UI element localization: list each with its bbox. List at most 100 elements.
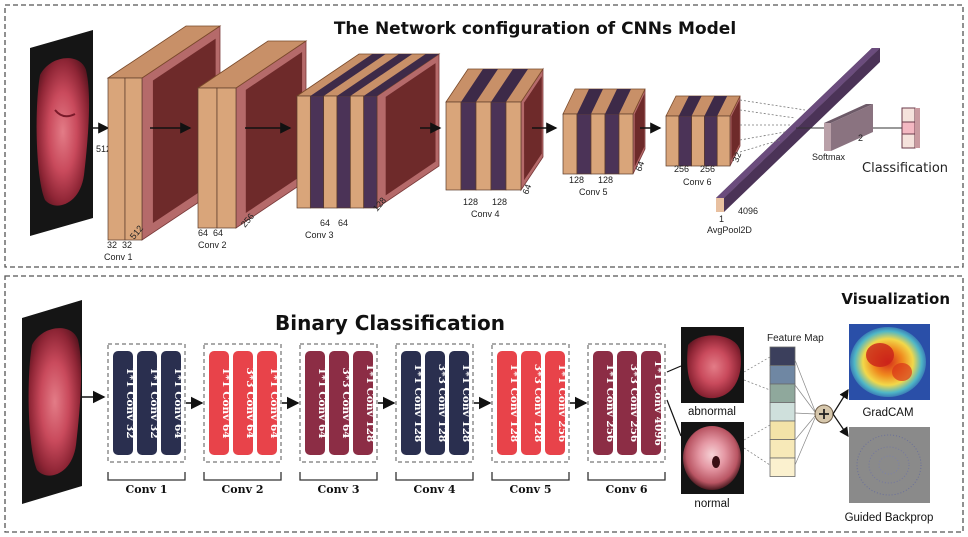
feature-map-column <box>769 346 796 477</box>
softmax-size: 2 <box>858 133 863 143</box>
conv-pill-label: 3*3 Conv 128 <box>532 364 544 442</box>
conv-group-2: 1*1 Conv 64 3*3 Conv 64 1*1 Conv 64 Conv 2 <box>203 343 300 496</box>
feature-map-cell <box>769 383 796 403</box>
conv-pill-label: 1*1 Conv 64 <box>220 367 232 438</box>
conv-pill-label: 3*3 Conv 256 <box>628 364 640 442</box>
pool-name: AvgPool2D <box>707 225 752 235</box>
bottom-panel-title: Binary Classification <box>275 311 505 335</box>
arrow-to-gradcam <box>832 388 849 415</box>
conv-pill-label: 1*1 Conv 64 <box>268 367 280 438</box>
pool-connectors <box>739 99 806 153</box>
guided-backprop-image <box>849 427 930 503</box>
feature-to-plus-lines <box>794 359 816 466</box>
conv6-dim-b: 256 <box>700 164 715 174</box>
bottom-panel-frame <box>4 275 964 533</box>
conv-pill-label: 3*3 Conv 64 <box>244 367 256 438</box>
conv-group-label: Conv 1 <box>126 483 168 496</box>
conv-pill: 1*1 Conv 64 <box>209 351 232 455</box>
visualization-title: Visualization <box>841 290 950 308</box>
cnn-block-2 <box>196 40 308 229</box>
feature-dash-lines <box>743 356 771 466</box>
cnn-block-4 <box>445 67 544 192</box>
conv4-dim-c: 64 <box>520 183 533 196</box>
pool-dim-b: 4096 <box>738 206 758 216</box>
conv-group-label: Conv 4 <box>414 483 456 496</box>
conv5-dim-c: 64 <box>633 160 646 173</box>
conv1-dim-a: 32 <box>107 240 117 250</box>
conv6-name: Conv 6 <box>683 177 712 187</box>
conv-pill-label: 1*1 Conv 128 <box>460 364 472 442</box>
feature-map-cell <box>769 346 796 366</box>
conv5-dim-b: 128 <box>598 175 613 185</box>
gradcam-label: GradCAM <box>862 407 913 419</box>
conv-pill: 1*1 Conv 128 <box>401 351 424 455</box>
conv3-dim-a: 64 <box>320 218 330 228</box>
softmax-block <box>824 104 873 151</box>
conv1-dim-b: 32 <box>122 240 132 250</box>
conv-pill-label: 3*3 Conv 128 <box>436 364 448 442</box>
abnormal-label: abnormal <box>688 406 736 418</box>
feature-map-cell <box>769 439 796 459</box>
conv-pill-label: 1*1 Conv 256 <box>604 364 616 442</box>
branch-line-abnormal <box>666 365 682 373</box>
conv-pill-label: 1*1 Conv 32 <box>148 367 160 438</box>
conv-group-6: 1*1 Conv 256 3*3 Conv 256 1*1 Conv 4096Con… <box>587 343 666 496</box>
feature-map-cell <box>769 402 796 422</box>
top-panel-title: The Network configuration of CNNs Model <box>334 19 736 39</box>
fusion-plus-icon <box>814 404 834 424</box>
normal-image <box>681 422 744 494</box>
conv6-dim-a: 256 <box>674 164 689 174</box>
cnn-block-5 <box>562 88 646 175</box>
conv2-dim-b: 64 <box>213 228 223 238</box>
conv-group-label: Conv 6 <box>606 483 648 496</box>
classification-label: Classification <box>862 161 948 176</box>
conv-pill-label: 1*1 Conv 128 <box>508 364 520 442</box>
conv-pill: 1*1 Conv 128 <box>497 351 520 455</box>
conv-pill: 1*1 Conv 32 <box>137 351 160 455</box>
feature-map-cell <box>769 457 796 477</box>
conv-pill: 1*1 Conv 128 <box>449 351 472 455</box>
conv-pill-label: 1*1 Conv 64 <box>172 367 184 438</box>
cnn-block-3 <box>295 53 441 209</box>
conv-pill-label: 1*1 Conv 128 <box>364 364 376 442</box>
softmax-name: Softmax <box>812 152 846 162</box>
conv-group-1: 1*1 Conv 32 1*1 Conv 32 1*1 Conv 64 Conv 1 <box>107 343 204 496</box>
conv6-dim-c: 32 <box>730 151 743 164</box>
conv-pill: 3*3 Conv 64 <box>329 351 352 455</box>
conv4-name: Conv 4 <box>471 209 500 219</box>
cnn-blocks <box>106 25 741 241</box>
cnn-block-6 <box>665 95 741 167</box>
conv-pill-label: 1*1 Conv 256 <box>556 364 568 442</box>
input-image-bottom <box>22 300 82 504</box>
avgpool-bar <box>716 48 880 212</box>
conv-pill: 3*3 Conv 64 <box>233 351 256 455</box>
conv-pill-label: 1*1 Conv 32 <box>124 367 136 438</box>
conv1-name: Conv 1 <box>104 252 133 262</box>
conv3-name: Conv 3 <box>305 230 334 240</box>
conv-pill: 1*1 Conv 256 <box>545 351 568 455</box>
conv-group-label: Conv 3 <box>318 483 360 496</box>
guided-backprop-label: Guided Backprop <box>845 512 934 524</box>
conv2-dim-a: 64 <box>198 228 208 238</box>
abnormal-image <box>681 327 744 403</box>
conv-group-label: Conv 2 <box>222 483 264 496</box>
conv-pill-label: 1*1 Conv 64 <box>316 367 328 438</box>
conv4-dim-a: 128 <box>463 197 478 207</box>
gradcam-image <box>849 324 930 400</box>
conv5-dim-a: 128 <box>569 175 584 185</box>
conv-pill-label: 1*1 Conv 128 <box>412 364 424 442</box>
input-size-label: 512 <box>96 144 111 154</box>
conv-pill: 1*1 Conv 64 <box>305 351 328 455</box>
conv-pill-label: 1*1 Conv 4096 <box>652 360 664 446</box>
conv2-name: Conv 2 <box>198 240 227 250</box>
normal-label: normal <box>694 498 729 510</box>
conv-pill: 3*3 Conv 128 <box>521 351 544 455</box>
feature-map-label: Feature Map <box>767 333 824 344</box>
pool-dim-a: 1 <box>719 214 724 224</box>
input-image-top <box>30 30 93 236</box>
conv-group-4: 1*1 Conv 128 3*3 Conv 128 1*1 Conv 128Conv… <box>395 343 492 496</box>
